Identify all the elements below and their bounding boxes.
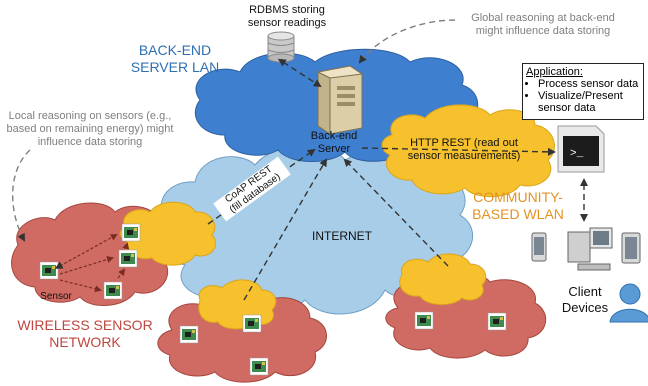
sensor-links: [54, 234, 130, 293]
tablet-icon: [621, 232, 641, 264]
application-box: Application: Process sensor data Visuali…: [522, 63, 644, 120]
internet-label: INTERNET: [312, 229, 372, 243]
client-devices-label: Client Devices: [561, 284, 609, 315]
global-reasoning-note: Global reasoning at back-end might influ…: [471, 12, 615, 37]
community-wlan-cloud: [381, 104, 555, 198]
wsn-title: WIRELESS SENSOR NETWORK: [17, 317, 153, 350]
desktop-icon: [567, 227, 613, 271]
community-wlan-title: COMMUNITY- BASED WLAN: [472, 189, 564, 222]
server-icon: [316, 65, 364, 135]
rdbms-label: RDBMS storing sensor readings: [247, 4, 327, 29]
application-list: Process sensor data Visualize/Present se…: [526, 78, 640, 114]
terminal-icon: >_: [557, 125, 605, 173]
user-icon: [609, 283, 648, 323]
svg-text:>_: >_: [570, 148, 584, 160]
database-icon: [267, 31, 295, 63]
application-item: Process sensor data: [538, 78, 640, 90]
backend-lan-title: BACK-END SERVER LAN: [130, 42, 220, 75]
sensor-label: Sensor: [40, 291, 72, 302]
local-reasoning-note: Local reasoning on sensors (e.g., based …: [6, 110, 174, 148]
backend-server-label: Back-end Server: [310, 130, 358, 155]
annotation-arrows: [11, 19, 456, 242]
phone-icon: [531, 232, 547, 262]
wlan-cloud-right: [399, 253, 487, 305]
application-title: Application:: [526, 66, 583, 78]
http-label: HTTP REST (read out sensor measurements): [407, 137, 521, 162]
application-item: Visualize/Present sensor data: [538, 90, 640, 114]
